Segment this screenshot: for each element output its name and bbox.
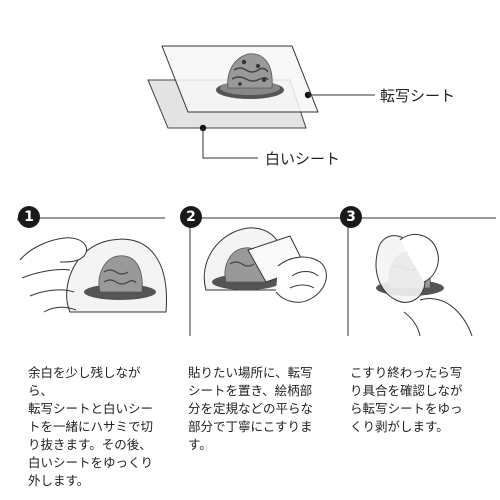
transfer-sheet-label: 転写シート (380, 87, 456, 105)
sheet-diagram (147, 45, 375, 159)
step-1-text: 余白を少し残しながら、 転写シートと白いシー トを一緒にハサミで切 り抜きます。… (28, 365, 154, 488)
scissors-cut-icon (19, 237, 168, 313)
step-2-badge: 2 (180, 206, 202, 228)
step-1-badge: 1 (18, 206, 40, 228)
step-illustrations (17, 217, 496, 337)
step-3-badge: 3 (340, 206, 362, 228)
ruler-rub-icon (203, 227, 327, 303)
peel-sheet-icon (375, 233, 473, 337)
pizza-illustration (216, 53, 284, 99)
step-2-text: 貼りたい場所に、転写 シートを置き、絵柄部 分を定規などの平らな 部分で丁寧にこ… (188, 365, 314, 452)
step-3-text: こすり終わったら写 り具合を確認しなが ら転写シートをゆっ くり剥がします。 (350, 365, 463, 434)
white-sheet-label: 白いシート (265, 150, 341, 168)
